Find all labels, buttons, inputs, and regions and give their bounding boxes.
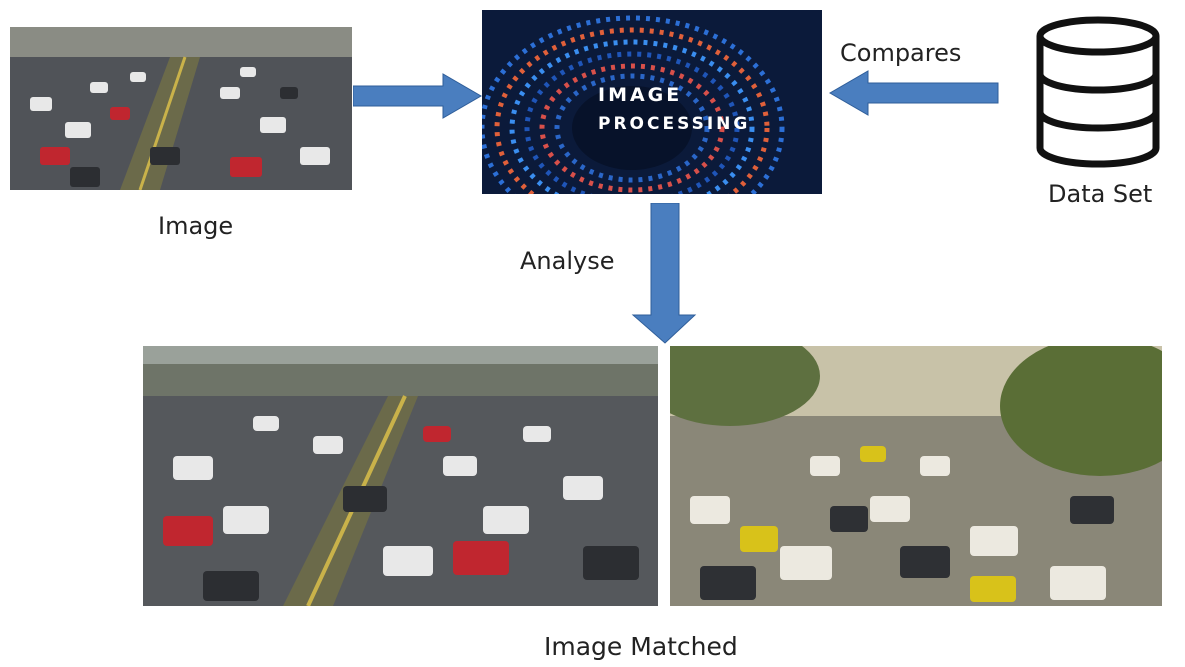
matched-image-2 xyxy=(670,346,1162,606)
dataset-label: Data Set xyxy=(1048,180,1153,208)
processing-swirl-graphic xyxy=(482,10,822,194)
image-matched-label: Image Matched xyxy=(544,632,738,661)
analyse-label: Analyse xyxy=(520,247,615,275)
processing-title-line2: PROCESSING xyxy=(598,114,751,134)
input-image-label: Image xyxy=(158,212,234,240)
input-image-photo xyxy=(10,27,352,190)
compares-label: Compares xyxy=(840,39,962,67)
processing-title-line1: IMAGE xyxy=(598,84,683,106)
arrow-processing-to-matched xyxy=(631,203,697,344)
matched-image-1 xyxy=(143,346,658,606)
arrow-dataset-to-processing xyxy=(829,70,999,116)
arrow-image-to-processing xyxy=(353,73,482,119)
database-icon xyxy=(1036,16,1160,168)
traffic-photo-1 xyxy=(10,27,352,190)
traffic-photo-2 xyxy=(143,346,658,606)
image-processing-box: IMAGE PROCESSING xyxy=(482,10,822,194)
traffic-photo-3 xyxy=(670,346,1162,606)
